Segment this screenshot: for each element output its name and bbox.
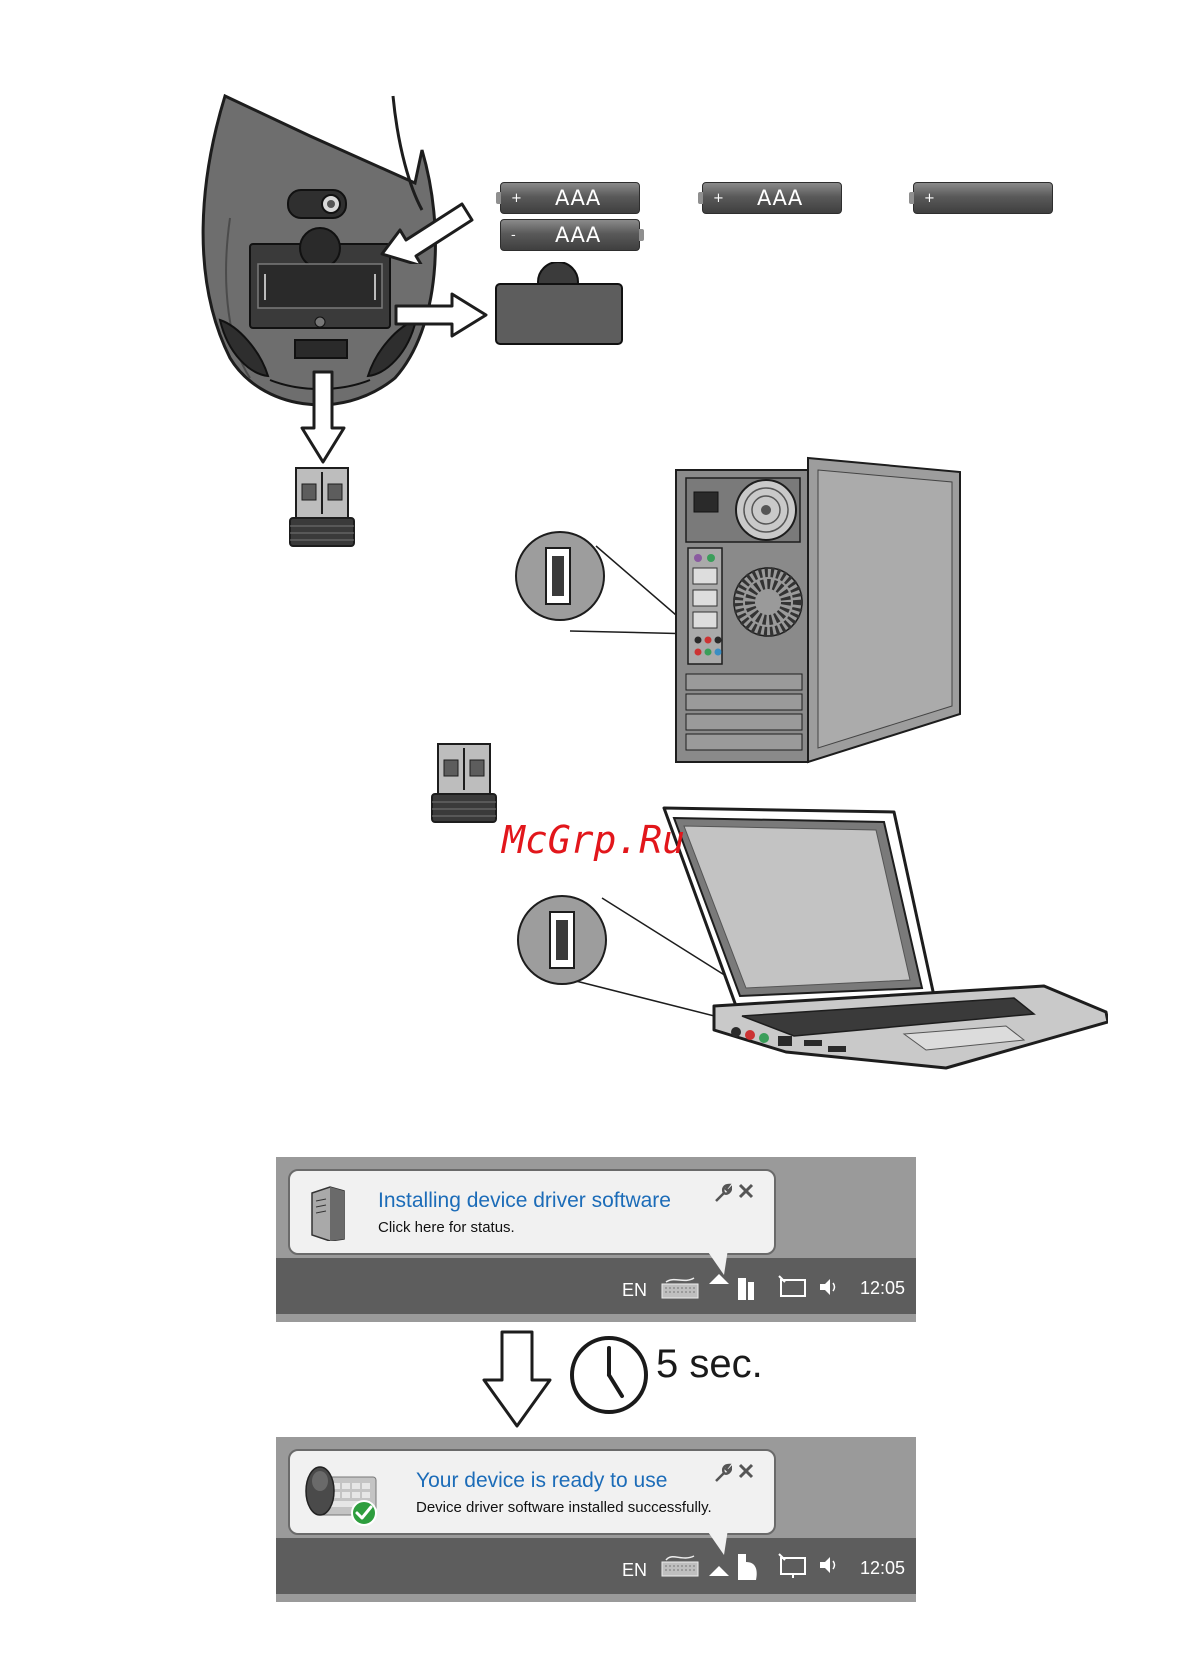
notification-balloon[interactable]: Your device is ready to use Device drive… <box>288 1449 776 1535</box>
volume-icon[interactable] <box>818 1554 840 1576</box>
taskbar-language[interactable]: EN <box>622 1280 647 1301</box>
notification-balloon[interactable]: Installing device driver software Click … <box>288 1169 776 1255</box>
keyboard-icon[interactable] <box>660 1276 700 1300</box>
computer-tower-icon <box>308 1185 348 1241</box>
volume-icon[interactable] <box>818 1276 840 1298</box>
battery-label: AAA <box>531 186 601 210</box>
remove-receiver-arrow <box>300 370 346 466</box>
notification-balloon-tail <box>706 1249 728 1275</box>
notification-subtitle[interactable]: Device driver software installed success… <box>416 1499 712 1516</box>
usb-receiver-icon <box>430 742 500 824</box>
battery-sign: + <box>703 191 733 206</box>
desktop-tower-illustration <box>512 456 962 768</box>
wait-duration-label: 5 sec. <box>656 1342 763 1387</box>
device-ready-icon[interactable] <box>734 1548 760 1582</box>
notification-ready-screenshot: EN 12:05 <box>276 1437 916 1602</box>
battery-cover-illustration <box>494 262 626 346</box>
battery-4: + <box>913 182 1053 214</box>
usb-receiver-icon <box>288 466 358 548</box>
notification-balloon-tail <box>706 1529 728 1555</box>
down-arrow <box>482 1330 552 1428</box>
notification-subtitle[interactable]: Click here for status. <box>378 1219 515 1236</box>
device-install-icon[interactable] <box>734 1272 758 1302</box>
taskbar: EN 12:05 <box>276 1258 916 1314</box>
mouse-keyboard-device-icon <box>300 1459 380 1527</box>
battery-label: AAA <box>733 186 803 210</box>
close-icon[interactable] <box>738 1183 754 1199</box>
remove-cover-arrow <box>394 292 490 338</box>
notification-title[interactable]: Your device is ready to use <box>416 1469 667 1493</box>
battery-sign: + <box>501 191 531 206</box>
taskbar: EN 12:05 <box>276 1538 916 1594</box>
show-hidden-icons-arrow-icon[interactable] <box>708 1564 730 1578</box>
wrench-icon[interactable] <box>712 1463 732 1483</box>
keyboard-icon[interactable] <box>660 1550 700 1578</box>
taskbar-clock[interactable]: 12:05 <box>860 1278 905 1299</box>
insert-battery-arrow <box>380 196 482 264</box>
taskbar-language[interactable]: EN <box>622 1560 647 1581</box>
clock-icon <box>568 1334 650 1416</box>
network-icon[interactable] <box>778 1274 808 1300</box>
taskbar-clock[interactable]: 12:05 <box>860 1558 905 1579</box>
battery-aaa-1: + AAA <box>500 182 640 214</box>
battery-label: AAA <box>531 223 601 247</box>
battery-sign: - <box>501 228 531 243</box>
wrench-icon[interactable] <box>712 1183 732 1203</box>
battery-aaa-2: - AAA <box>500 219 640 251</box>
close-icon[interactable] <box>738 1463 754 1479</box>
watermark: McGrp.Ru <box>502 818 685 862</box>
battery-sign: + <box>914 191 944 206</box>
battery-aaa-3: + AAA <box>702 182 842 214</box>
network-icon[interactable] <box>778 1550 808 1580</box>
notification-installing-screenshot: EN 12:05 Insta <box>276 1157 916 1322</box>
notification-title[interactable]: Installing device driver software <box>378 1189 671 1213</box>
